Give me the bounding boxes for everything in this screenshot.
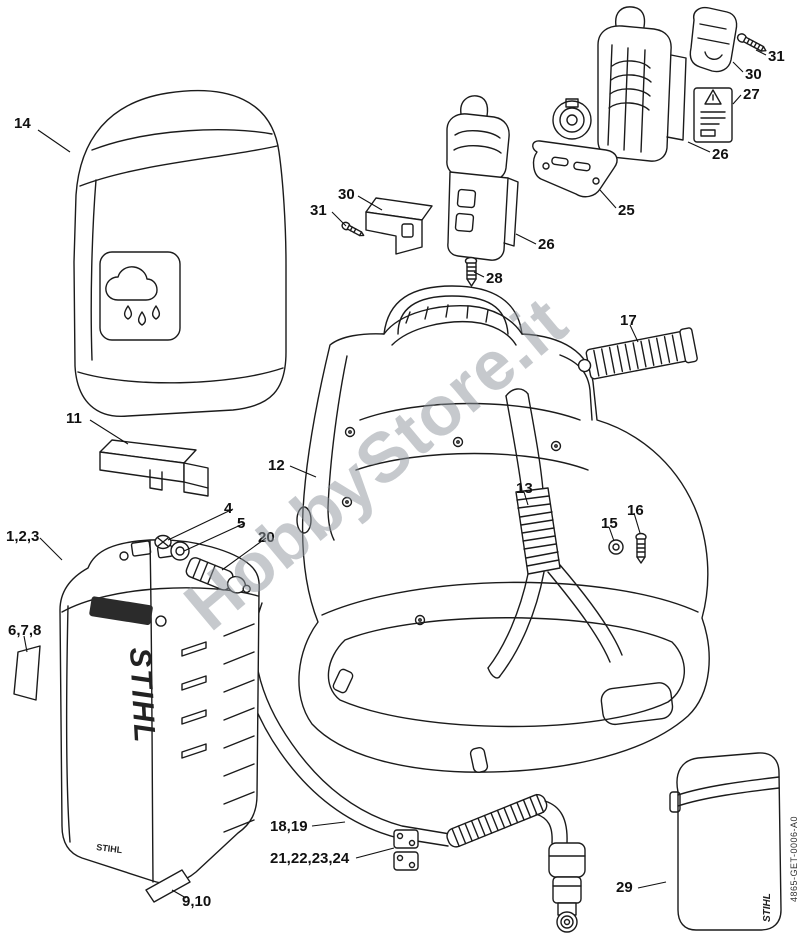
callout-12: 12 xyxy=(268,457,285,474)
callout-13: 13 xyxy=(516,480,533,497)
callout-27: 27 xyxy=(743,86,760,103)
callout-4: 4 xyxy=(224,500,233,517)
pouch-logo: STIHL xyxy=(762,893,773,922)
callout-17: 17 xyxy=(620,312,637,329)
connecting-cable xyxy=(241,599,586,933)
document-code: 4865-GET-0006-A0 xyxy=(789,815,799,902)
mount-bracket xyxy=(99,439,209,497)
battery-logo: STIHL xyxy=(123,647,161,745)
callout-20: 20 xyxy=(258,529,275,546)
callout-30-mid: 30 xyxy=(338,186,355,203)
washer xyxy=(608,539,624,555)
callout-14: 14 xyxy=(14,115,31,132)
cable-clamp xyxy=(393,829,419,871)
warning-triangle-icon xyxy=(704,89,722,105)
callout-26-right: 26 xyxy=(712,146,729,163)
callout-15: 15 xyxy=(601,515,618,532)
battery-holder-right xyxy=(552,6,687,162)
bracket-30-right xyxy=(689,6,738,73)
callout-11: 11 xyxy=(66,410,82,427)
callout-31-mid: 31 xyxy=(310,202,327,219)
leader-lines xyxy=(23,49,767,899)
screw-28 xyxy=(464,256,478,287)
callout-6-7-8: 6,7,8 xyxy=(8,622,42,639)
carry-strap xyxy=(577,327,698,380)
battery-logo-small: STIHL xyxy=(96,842,124,855)
callout-31-top: 31 xyxy=(768,48,785,65)
callout-25: 25 xyxy=(618,202,635,219)
info-label xyxy=(693,87,733,143)
screw-16 xyxy=(635,532,647,564)
label-strip-678 xyxy=(13,645,41,701)
backpack-battery: STIHL STIHL xyxy=(59,539,260,884)
callout-5: 5 xyxy=(237,515,246,532)
callout-1-2-3: 1,2,3 xyxy=(6,528,40,545)
plug-connector-set xyxy=(154,534,251,594)
callout-26-mid: 26 xyxy=(538,236,555,253)
callout-29: 29 xyxy=(616,879,633,896)
screw-31-mid xyxy=(341,221,365,237)
cloud-icon xyxy=(105,266,158,301)
harness-strap xyxy=(487,388,623,679)
callout-18-19: 18,19 xyxy=(270,818,308,835)
callout-30-top: 30 xyxy=(745,66,762,83)
callout-21-22-23-24: 21,22,23,24 xyxy=(270,850,350,867)
label-strip-910 xyxy=(145,869,191,903)
raindrop-icon xyxy=(151,305,161,320)
bracket-30-mid xyxy=(365,197,433,255)
rain-cover xyxy=(73,89,287,418)
cable-plug xyxy=(548,842,586,933)
callout-16: 16 xyxy=(627,502,644,519)
screw-31-right xyxy=(736,33,767,52)
storage-pouch: STIHL xyxy=(669,752,782,931)
callout-28: 28 xyxy=(486,270,503,287)
callout-9-10: 9,10 xyxy=(182,893,212,910)
raindrop-icon xyxy=(137,311,147,326)
raindrop-icon xyxy=(123,305,133,320)
battery-holder-mid xyxy=(446,95,519,261)
backpack-frame xyxy=(296,285,710,773)
frame-screw-holes xyxy=(341,426,562,626)
mount-plate xyxy=(532,140,618,198)
